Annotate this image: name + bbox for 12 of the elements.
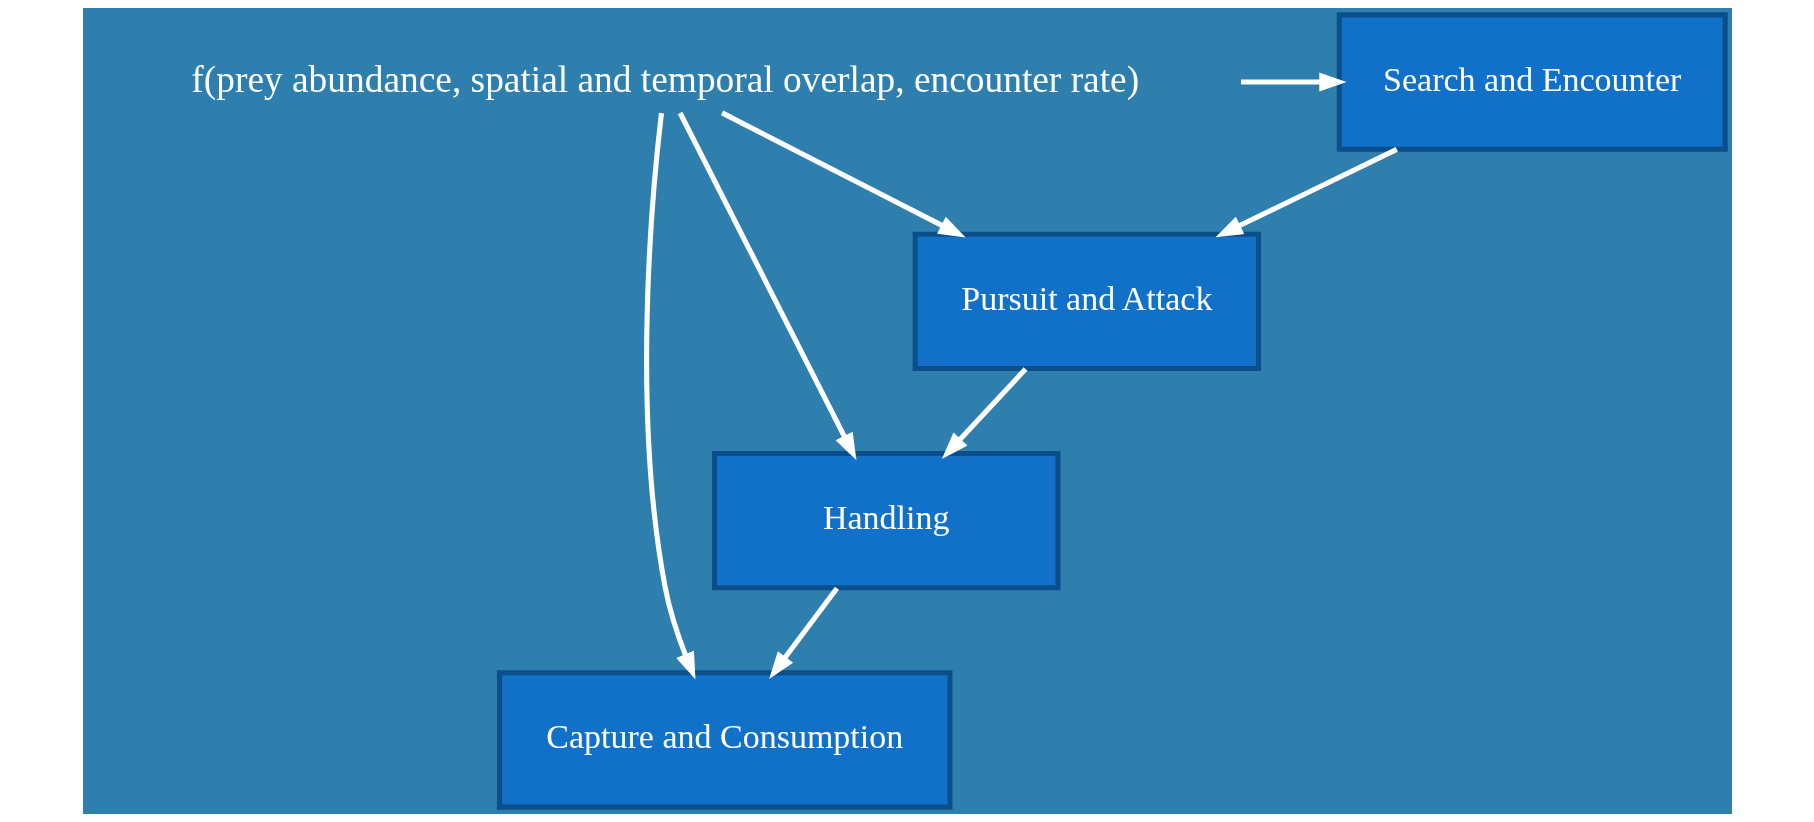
arrow: [1215, 147, 1398, 238]
arrow: [720, 110, 966, 238]
arrow: [768, 586, 839, 679]
arrow: [1240, 72, 1347, 92]
arrow: [677, 111, 856, 461]
node-box: Capture and Consumption: [496, 670, 953, 810]
arrow: [941, 367, 1027, 460]
node-box: Pursuit and Attack: [912, 231, 1261, 372]
node-box: Handling: [711, 450, 1060, 591]
node-text: f(prey abundance, spatial and temporal overlap, encounter rate): [190, 58, 1139, 100]
arrow: [643, 112, 695, 680]
node-box: Search and Encounter: [1336, 12, 1728, 152]
